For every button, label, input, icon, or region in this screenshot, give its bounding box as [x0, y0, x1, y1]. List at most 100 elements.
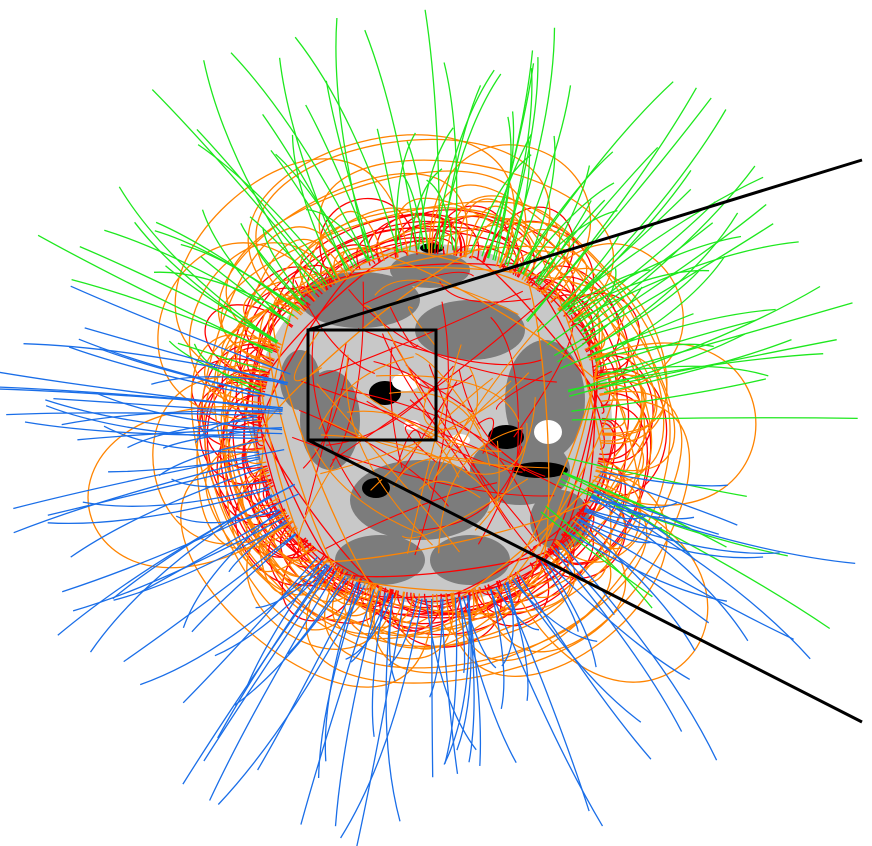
open-field-line-north	[197, 144, 335, 280]
open-field-line-north	[240, 223, 305, 305]
open-field-line-north	[560, 313, 694, 369]
closed-field-line-low	[558, 292, 641, 380]
open-field-line-north	[409, 168, 443, 251]
closed-field-line-high	[293, 331, 323, 382]
open-field-line-north	[580, 268, 617, 333]
open-field-line-south	[490, 588, 505, 710]
open-field-line-south	[214, 564, 329, 657]
open-field-line-north	[305, 104, 375, 260]
open-field-line-north	[196, 128, 328, 285]
closed-field-line-high	[220, 201, 561, 366]
open-field-line-south	[350, 593, 389, 663]
closed-field-line-high	[245, 497, 572, 615]
open-field-line-north	[499, 57, 539, 263]
open-field-line-north	[118, 186, 278, 343]
disk-dark-spot	[512, 462, 568, 478]
closed-field-line-low	[357, 327, 542, 366]
open-field-line-north	[177, 342, 266, 372]
open-field-line-north	[438, 73, 502, 250]
open-field-line-south	[217, 585, 366, 805]
open-field-line-north	[567, 457, 747, 498]
open-field-line-north	[433, 69, 495, 250]
open-field-line-north	[134, 221, 278, 344]
open-field-line-north	[536, 188, 692, 333]
open-field-line-north	[522, 135, 556, 275]
open-field-line-south	[560, 542, 718, 761]
open-field-line-south	[600, 470, 728, 487]
closed-field-line-low	[468, 255, 605, 414]
open-field-line-north	[599, 302, 853, 377]
open-field-line-south	[287, 575, 346, 655]
open-field-line-south	[139, 560, 324, 686]
open-field-line-south	[113, 521, 288, 601]
closed-field-line-high	[217, 207, 430, 416]
open-field-line-north	[193, 343, 261, 393]
open-field-line-south	[82, 486, 269, 507]
closed-field-line-high	[247, 134, 515, 320]
open-field-line-south	[47, 488, 270, 525]
open-field-line-north	[560, 478, 831, 630]
open-field-line-north	[79, 246, 279, 342]
closed-field-line-high	[174, 158, 409, 389]
open-field-line-south	[495, 586, 540, 631]
open-field-line-north	[180, 243, 301, 310]
closed-field-line-high	[188, 242, 338, 410]
open-field-line-south	[255, 563, 328, 609]
closed-field-line-high	[322, 418, 550, 469]
open-field-line-south	[598, 474, 738, 526]
open-field-line-north	[155, 221, 299, 312]
open-field-line-south	[203, 567, 333, 762]
closed-field-line-high	[432, 322, 543, 482]
open-field-line-south	[95, 392, 283, 431]
open-field-line-north	[568, 285, 821, 393]
closed-field-line-high	[474, 422, 528, 531]
open-field-line-south	[518, 575, 652, 760]
open-field-line-south	[356, 596, 406, 846]
open-field-line-north	[511, 85, 572, 269]
open-field-line-north	[153, 271, 295, 317]
closed-field-line-low	[363, 271, 474, 305]
open-field-line-north	[504, 27, 556, 266]
open-field-line-south	[123, 533, 296, 663]
open-field-line-south	[0, 371, 283, 411]
closed-field-line-low	[340, 388, 526, 472]
open-field-line-north	[200, 255, 289, 325]
open-field-line-south	[578, 518, 651, 544]
open-field-line-south	[127, 419, 258, 449]
open-field-line-north	[325, 80, 374, 260]
open-field-line-south	[583, 510, 780, 554]
disk-gray-patch	[415, 300, 525, 360]
closed-field-line-high	[180, 448, 434, 688]
closed-field-line-high	[347, 410, 460, 478]
open-field-line-south	[53, 397, 283, 415]
open-field-line-south	[228, 519, 287, 573]
closed-field-line-low	[298, 409, 449, 507]
open-field-line-south	[195, 415, 258, 444]
open-field-line-south	[593, 490, 696, 561]
open-field-line-south	[576, 521, 696, 652]
closed-field-line-low	[495, 370, 552, 410]
closed-field-line-low	[304, 342, 347, 515]
open-field-line-south	[70, 285, 291, 375]
closed-field-line-low	[302, 358, 350, 469]
closed-field-line-high	[237, 467, 415, 629]
open-field-line-south	[440, 598, 459, 774]
open-field-line-south	[458, 596, 517, 764]
closed-field-line-low	[477, 426, 523, 545]
open-field-line-north	[595, 255, 726, 362]
open-field-line-north	[486, 63, 535, 259]
closed-field-line-high	[446, 195, 668, 434]
open-field-line-north	[481, 133, 532, 257]
closed-field-line-low	[389, 306, 419, 348]
closed-field-line-high	[314, 448, 425, 536]
closed-field-line-low	[532, 539, 571, 555]
open-field-line-south	[462, 596, 497, 669]
closed-field-line-low	[232, 395, 327, 568]
open-field-line-south	[578, 519, 794, 640]
closed-field-line-high	[406, 344, 462, 554]
closed-field-line-high	[400, 374, 657, 650]
open-field-line-north	[560, 233, 621, 307]
closed-field-line-high	[363, 305, 427, 403]
open-field-line-north	[563, 109, 727, 310]
open-field-line-south	[68, 346, 260, 397]
